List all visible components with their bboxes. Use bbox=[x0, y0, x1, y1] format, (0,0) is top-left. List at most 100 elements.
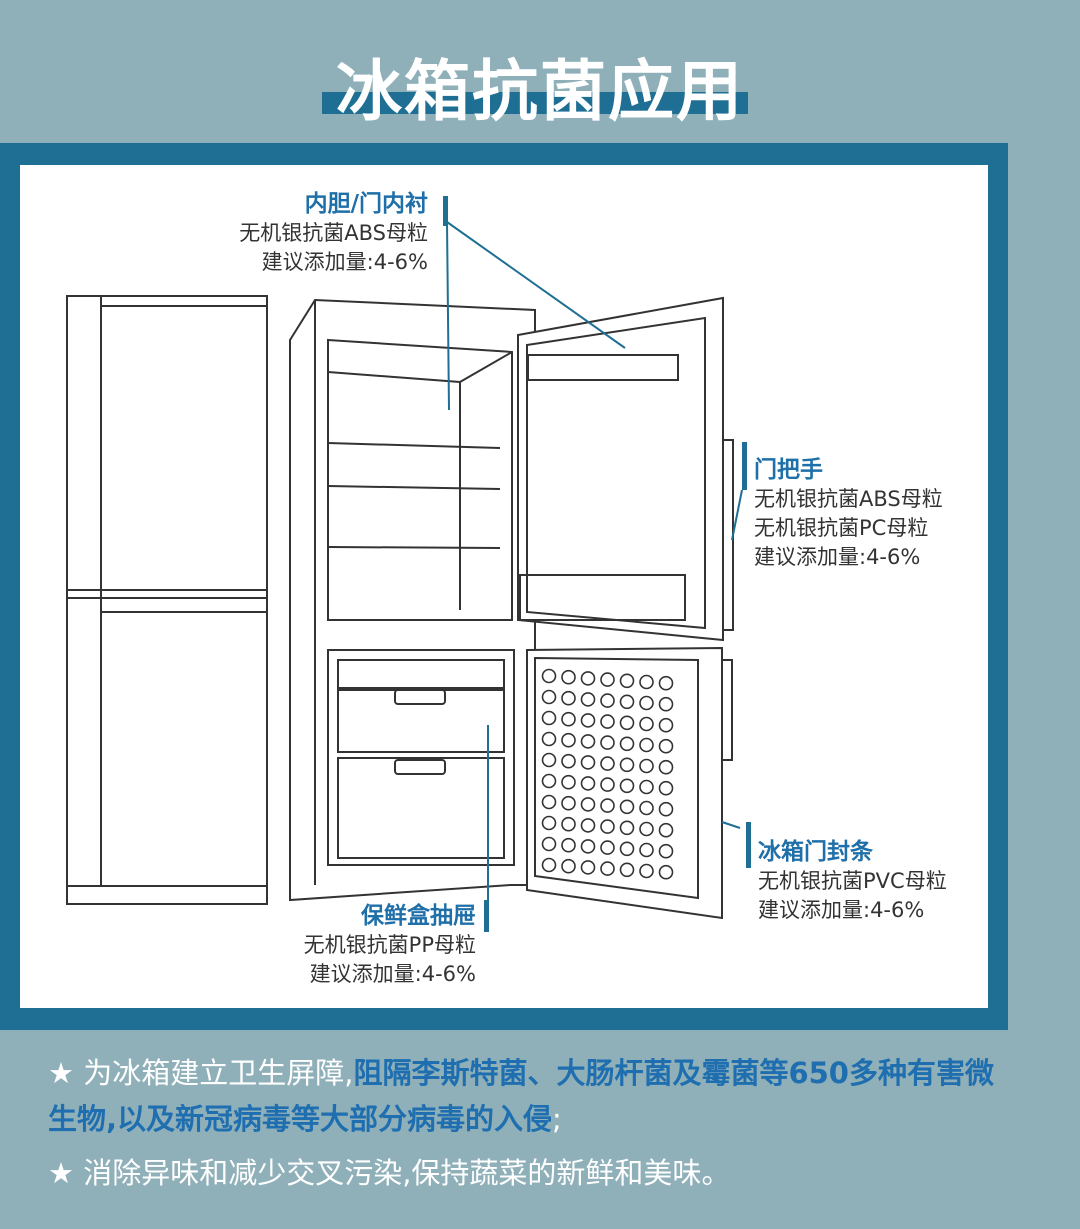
door-dimple bbox=[619, 694, 635, 710]
door-dimple bbox=[600, 693, 615, 708]
footer-text: 消除异味和减少交叉污染,保持蔬菜的新鲜和美味。 bbox=[74, 1156, 731, 1190]
door-dimple bbox=[541, 752, 557, 768]
door-dimple bbox=[561, 690, 576, 706]
handle-marker bbox=[742, 442, 747, 490]
door-dimple bbox=[658, 675, 674, 691]
door-dimple bbox=[580, 671, 596, 686]
door-dimple bbox=[580, 860, 596, 875]
door-dimple bbox=[600, 672, 615, 687]
door-dimple bbox=[658, 843, 674, 859]
door-dimple bbox=[619, 820, 635, 836]
door-dimple bbox=[619, 715, 635, 731]
door-dimple bbox=[658, 780, 674, 796]
star-icon: ★ bbox=[48, 1156, 74, 1190]
door-dimple bbox=[561, 711, 576, 727]
page-title: 冰箱抗菌应用 bbox=[336, 53, 744, 130]
door-dimple bbox=[619, 841, 635, 857]
closed-fridge bbox=[66, 295, 268, 905]
door-dimple bbox=[639, 800, 654, 816]
open-fridge-body bbox=[289, 298, 536, 902]
star-icon: ★ bbox=[48, 1056, 74, 1090]
door-dimple bbox=[580, 755, 596, 770]
door-dimple bbox=[619, 778, 635, 794]
door-dimple bbox=[580, 734, 596, 749]
door-dimple bbox=[639, 737, 654, 753]
label-line: 无机银抗菌ABS母粒 bbox=[754, 487, 943, 511]
door-dimple bbox=[580, 839, 596, 854]
drawer-marker bbox=[484, 900, 489, 932]
title-underline bbox=[322, 92, 748, 114]
leader-lines bbox=[446, 221, 743, 905]
door-dimple bbox=[600, 756, 615, 771]
door-dimple bbox=[639, 695, 654, 711]
door-dimple bbox=[541, 689, 557, 705]
door-dimple bbox=[561, 669, 576, 685]
door-dimple bbox=[639, 821, 654, 837]
seal-marker bbox=[746, 822, 751, 868]
label-heading: 门把手 bbox=[754, 457, 823, 483]
door-dimple bbox=[600, 777, 615, 792]
door-dimple bbox=[541, 773, 557, 789]
door-dimple bbox=[561, 774, 576, 790]
door-dimple bbox=[619, 862, 635, 878]
label-line: 建议添加量:4-6% bbox=[758, 898, 925, 922]
door-dimple bbox=[658, 759, 674, 775]
upper-door bbox=[517, 296, 734, 642]
door-dimple bbox=[600, 861, 615, 876]
door-dimple bbox=[658, 801, 674, 817]
door-dimple bbox=[600, 798, 615, 813]
label-handle: 门把手 无机银抗菌ABS母粒 无机银抗菌PC母粒 建议添加量:4-6% bbox=[754, 456, 943, 572]
door-dimple bbox=[541, 668, 557, 684]
label-heading: 冰箱门封条 bbox=[758, 839, 873, 865]
footer-text: ; bbox=[552, 1102, 562, 1136]
door-dimple bbox=[561, 858, 576, 874]
label-liner: 内胆/门内衬 无机银抗菌ABS母粒 建议添加量:4-6% bbox=[239, 190, 428, 277]
footer-highlight: 阻隔李斯特菌、大肠杆菌及霉菌等650多种有害微生物,以及新冠病毒等大部分病毒的入… bbox=[48, 1056, 994, 1136]
door-dimple bbox=[619, 673, 635, 689]
door-dimple bbox=[580, 818, 596, 833]
footer-text: 为冰箱建立卫生屏障, bbox=[74, 1056, 354, 1090]
door-dimple bbox=[541, 731, 557, 747]
door-dimple bbox=[600, 819, 615, 834]
door-dimple bbox=[541, 710, 557, 726]
footer-item-2: ★ 消除异味和减少交叉污染,保持蔬菜的新鲜和美味。 bbox=[48, 1150, 730, 1196]
door-dimple bbox=[580, 797, 596, 812]
lower-door bbox=[526, 646, 733, 920]
label-line: 无机银抗菌PC母粒 bbox=[754, 516, 929, 540]
label-line: 无机银抗菌ABS母粒 bbox=[239, 221, 428, 245]
label-line: 建议添加量:4-6% bbox=[309, 962, 476, 986]
door-dimple bbox=[580, 692, 596, 707]
door-dimple bbox=[561, 837, 576, 853]
label-line: 无机银抗菌PVC母粒 bbox=[758, 869, 947, 893]
door-dimple bbox=[580, 713, 596, 728]
label-drawer: 保鲜盒抽屉 无机银抗菌PP母粒 建议添加量:4-6% bbox=[304, 902, 476, 989]
door-dimple bbox=[541, 857, 557, 873]
liner-marker bbox=[443, 196, 448, 226]
door-dimple bbox=[619, 736, 635, 752]
door-dimple bbox=[658, 738, 674, 754]
door-dimple bbox=[561, 753, 576, 769]
door-dimple bbox=[619, 799, 635, 815]
door-dimple bbox=[561, 732, 576, 748]
label-line: 无机银抗菌PP母粒 bbox=[303, 933, 476, 957]
door-dimple bbox=[639, 779, 654, 795]
door-dimple bbox=[619, 757, 635, 773]
door-dimple bbox=[658, 717, 674, 733]
door-dimple bbox=[658, 864, 674, 880]
footer-item-1: ★ 为冰箱建立卫生屏障,阻隔李斯特菌、大肠杆菌及霉菌等650多种有害微生物,以及… bbox=[48, 1050, 1008, 1142]
door-dimple bbox=[580, 776, 596, 791]
door-dimple bbox=[639, 758, 654, 774]
door-dimple bbox=[600, 714, 615, 729]
door-dimple bbox=[639, 842, 654, 858]
label-line: 建议添加量:4-6% bbox=[754, 545, 921, 569]
door-dimple bbox=[639, 863, 654, 879]
label-seal: 冰箱门封条 无机银抗菌PVC母粒 建议添加量:4-6% bbox=[758, 838, 947, 925]
door-dimple bbox=[600, 840, 615, 855]
door-dimple bbox=[541, 836, 557, 852]
door-dimple bbox=[600, 735, 615, 750]
door-dimple bbox=[541, 794, 557, 810]
label-line: 建议添加量:4-6% bbox=[261, 250, 428, 274]
door-dimple bbox=[658, 822, 674, 838]
door-dimple bbox=[639, 716, 654, 732]
